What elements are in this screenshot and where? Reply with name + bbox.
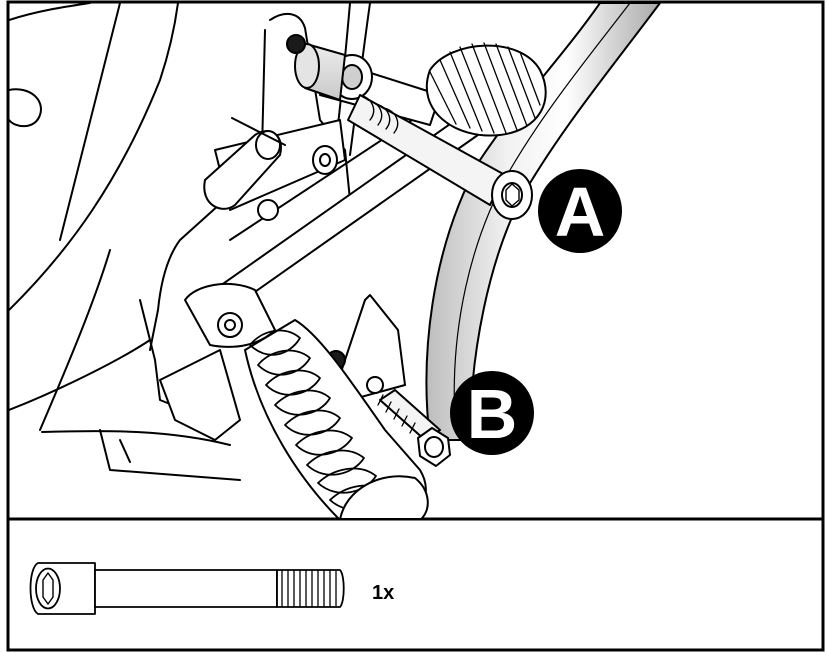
footpeg-mount bbox=[159, 283, 276, 441]
brake-pedal bbox=[286, 34, 547, 137]
callout-a-label: A bbox=[555, 173, 606, 251]
footpeg bbox=[244, 319, 429, 518]
callout-b-badge: B bbox=[450, 371, 534, 455]
motorcycle-footpeg-scene bbox=[9, 3, 661, 518]
pivot-cylinder bbox=[203, 117, 338, 210]
bolt-a bbox=[347, 94, 533, 220]
engine-casing bbox=[9, 3, 371, 481]
socket-cap-bolt-icon bbox=[29, 562, 345, 615]
bolt-b bbox=[377, 389, 451, 467]
callout-b-label: B bbox=[467, 375, 518, 453]
pedal-pad bbox=[425, 42, 547, 137]
bolt-quantity: 1x bbox=[372, 582, 394, 604]
parts-list-panel: 1x bbox=[29, 562, 394, 615]
callout-a-badge: A bbox=[538, 169, 622, 253]
